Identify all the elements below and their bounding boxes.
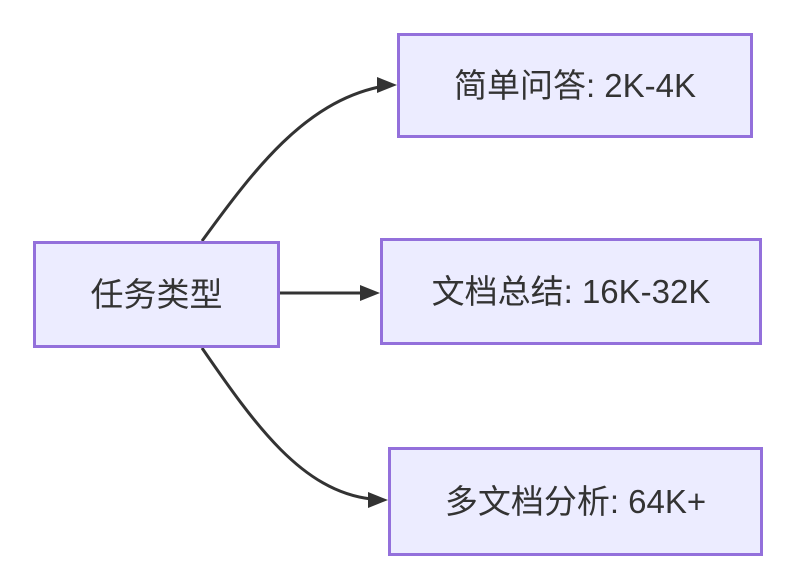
edge-root-to-bottom [200, 347, 372, 501]
node-multi-doc-analysis-label: 多文档分析: 64K+ [444, 482, 707, 520]
edge-root-to-top [200, 85, 380, 242]
node-simple-qa: 简单问答: 2K-4K [397, 33, 753, 138]
node-simple-qa-label: 简单问答: 2K-4K [453, 66, 697, 104]
node-task-type: 任务类型 [33, 241, 280, 348]
node-doc-summary: 文档总结: 16K-32K [380, 238, 762, 345]
node-multi-doc-analysis: 多文档分析: 64K+ [388, 447, 763, 556]
edge-root-to-middle-arrowhead-icon [360, 285, 380, 301]
node-doc-summary-label: 文档总结: 16K-32K [431, 272, 711, 310]
edge-root-to-top-arrowhead-icon [377, 77, 397, 93]
edge-root-to-bottom-arrowhead-icon [368, 492, 388, 508]
node-task-type-label: 任务类型 [90, 275, 223, 313]
